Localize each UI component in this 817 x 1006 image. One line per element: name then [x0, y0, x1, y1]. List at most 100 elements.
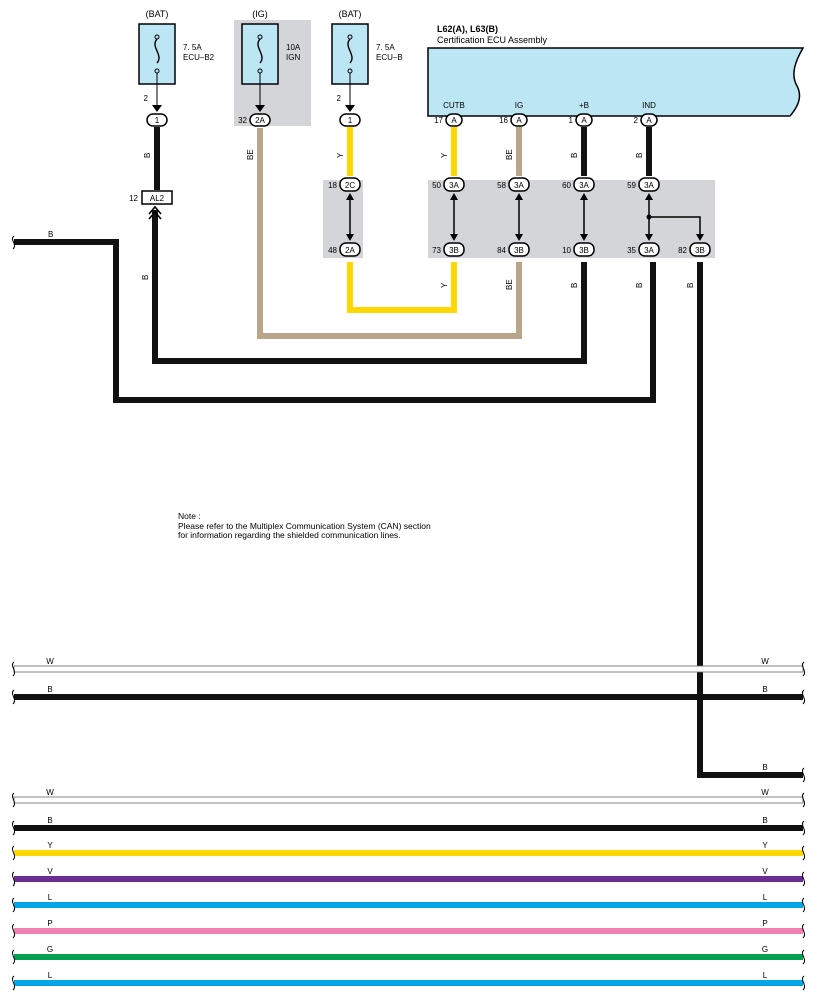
connector-id: A: [516, 116, 522, 125]
ecu-id: L62(A), L63(B): [437, 24, 498, 34]
connector-id: AL2: [150, 194, 165, 203]
ecu-body: [427, 47, 805, 117]
connector-jbot-2: 10 3B: [562, 242, 595, 257]
break-mark: [11, 975, 16, 991]
connector-ecu-ig: 16 A: [499, 113, 528, 127]
connector-id: 2A: [255, 116, 265, 125]
bus-label-left: W: [46, 657, 54, 666]
ecu-terminal-ig: IG: [515, 101, 523, 110]
break-mark: [801, 661, 806, 677]
bus-label-right: B: [762, 685, 767, 694]
wire-label: BE: [246, 149, 255, 160]
pin-number: 32: [238, 116, 247, 125]
bus-label-right: B: [762, 816, 767, 825]
connector-id: 3A: [449, 181, 459, 190]
pin-number: 48: [328, 246, 337, 255]
note-title: Note :: [178, 511, 201, 521]
pin-number: 18: [328, 181, 337, 190]
bus-label-left: B: [47, 816, 52, 825]
connector-jbot-0: 73 3B: [432, 242, 465, 257]
break-mark: [801, 949, 806, 965]
bus-label-left: V: [47, 867, 53, 876]
bus-label-right: W: [761, 788, 769, 797]
connector-id: A: [646, 116, 652, 125]
fuse-name: ECU–B2: [183, 53, 215, 62]
ecu-assembly: L62(A), L63(B) Certification ECU Assembl…: [427, 24, 805, 117]
bus-label-left: W: [46, 788, 54, 797]
break-mark: [801, 897, 806, 913]
wire-labels: B BE Y Y BE B B B B Y BE B B B: [48, 149, 695, 290]
wire-y-loop: [347, 262, 457, 313]
connector-fuse3: 2 1: [337, 94, 361, 127]
wire-b-left: [14, 239, 656, 403]
wire-label: Y: [336, 152, 345, 158]
connector-jbot-1: 84 3B: [497, 242, 530, 257]
break-mark: [801, 767, 806, 783]
pin-number: 84: [497, 246, 506, 255]
fuse-source: (IG): [252, 9, 268, 19]
break-mark: [11, 871, 16, 887]
connector-id: 3B: [579, 246, 589, 255]
connector-2a-left: 48 2A: [328, 242, 361, 257]
break-mark: [801, 871, 806, 887]
junction-block-main: [428, 180, 715, 258]
wire-label: B: [570, 283, 579, 288]
pin-number: 12: [129, 194, 138, 203]
pin-number: 17: [434, 116, 443, 125]
break-mark: [801, 975, 806, 991]
pin-number: 82: [678, 246, 687, 255]
connector-id: 3A: [514, 181, 524, 190]
pin-number: 16: [499, 116, 508, 125]
junction-arrows: [450, 193, 704, 241]
wire-label: B: [686, 283, 695, 288]
wire-label: B: [635, 153, 644, 158]
connector-id: 3A: [644, 246, 654, 255]
pin-number: 59: [627, 181, 636, 190]
wire-label: BE: [505, 149, 514, 160]
fuse-source: (BAT): [146, 9, 169, 19]
bus-label-right: G: [762, 945, 768, 954]
wire-label: B: [570, 153, 579, 158]
bus-label-left: L: [48, 971, 53, 980]
wire-label: B: [141, 275, 150, 280]
ecu-terminal-ind: IND: [642, 101, 656, 110]
bus-label-left: G: [47, 945, 53, 954]
connector-id: A: [581, 116, 587, 125]
note-line: Please refer to the Multiplex Communicat…: [178, 520, 431, 531]
pin-number: 2: [144, 94, 149, 103]
bus-label-right: L: [763, 971, 768, 980]
break-mark: [11, 235, 16, 250]
bus-label-right: Y: [762, 841, 768, 850]
bus-label-right: W: [761, 657, 769, 666]
bus-line: B: [762, 763, 806, 783]
break-mark: [11, 845, 16, 861]
wire-be-ign: [257, 128, 522, 339]
break-mark: [801, 845, 806, 861]
wires: [14, 127, 803, 778]
pin-number: 50: [432, 181, 441, 190]
connector-id: 3B: [514, 246, 524, 255]
break-mark: [11, 661, 16, 677]
break-mark: [801, 792, 806, 808]
pin-number: 35: [627, 246, 636, 255]
fuse-ecu-b: (BAT) 7. 5A ECU–B: [331, 9, 403, 108]
connector-ecu-cutb: 17 A: [434, 113, 463, 127]
pin-number: 60: [562, 181, 571, 190]
bus-label-right: P: [762, 919, 767, 928]
bus-label-left: P: [47, 919, 52, 928]
fuse-name: IGN: [286, 53, 300, 62]
connector-jtop-2: 60 3A: [562, 177, 595, 192]
pin-number: 2: [337, 94, 342, 103]
note-block: Note : Please refer to the Multiplex Com…: [178, 511, 431, 541]
wire-label: B: [635, 283, 644, 288]
wire-b-82: [697, 262, 803, 778]
connector-id: 1: [155, 116, 160, 125]
wire-label: Y: [440, 152, 449, 158]
